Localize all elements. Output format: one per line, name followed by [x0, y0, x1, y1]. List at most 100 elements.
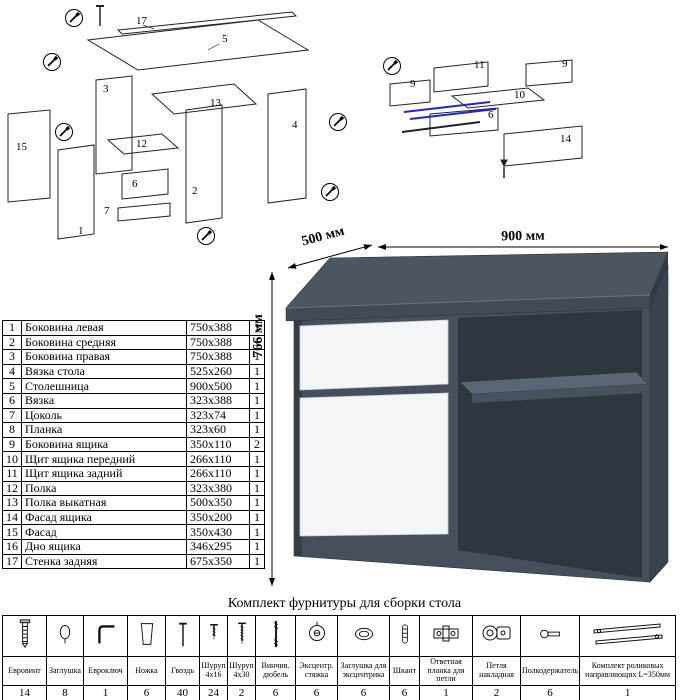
desk-render: 900 мм 500 мм 766 мм [251, 226, 669, 586]
exploded-parts-outlines [7, 5, 310, 240]
screwdriver-callout-icon [53, 121, 75, 143]
callout-number: 5 [222, 33, 228, 45]
screw-4x16-icon [209, 623, 218, 639]
screwdriver-callout-icon [63, 7, 85, 29]
depth-dimension-arrow [287, 244, 373, 269]
hardware-kit-table: Евровинт Заглушка Евроключ Ножка Гвоздь … [2, 615, 677, 700]
callout-number: 12 [136, 138, 147, 150]
screwdriver-callout-icon [41, 51, 63, 73]
roller-slides-icon [593, 622, 663, 645]
callout-number: 15 [16, 141, 28, 153]
hardware-qty-row: 14 8 1 6 40 24 2 6 6 6 6 1 2 6 1 [2, 684, 677, 700]
leader-line [142, 24, 155, 30]
part-side-right [95, 75, 133, 175]
depth-dimension-label: 500 мм [300, 226, 346, 250]
nail-icon [178, 622, 187, 646]
roller-guide-highlight [409, 108, 497, 120]
part-drawer-side-right [525, 59, 573, 87]
part-pullout-shelf [150, 83, 258, 115]
door-front [299, 392, 449, 537]
callout-number: 4 [292, 119, 298, 131]
callout-number: 14 [560, 133, 572, 145]
callout-number: 11 [474, 59, 485, 71]
callout-number: 6 [488, 109, 494, 121]
part-side-middle [185, 104, 223, 224]
exploded-diagram-main: 17 5 3 13 15 12 6 7 1 2 4 [7, 5, 349, 247]
part-brace [121, 168, 169, 200]
callout-number: 10 [514, 89, 526, 101]
shelf-pin-icon [540, 629, 560, 638]
part-side-left [57, 144, 95, 240]
cam-plug-icon [354, 627, 373, 640]
overlay-hinge-icon [482, 625, 510, 640]
drawer-parts-outlines [389, 59, 583, 178]
wood-dowel-icon [401, 624, 408, 643]
part-desk-brace [267, 88, 307, 204]
screwdriver-callout-icon [327, 111, 349, 133]
part-door-front [7, 109, 51, 203]
part-drawer-side-left [389, 79, 431, 107]
plug-cap-icon [59, 624, 71, 643]
furniture-leg-icon [140, 622, 153, 645]
callout-number: 9 [562, 58, 568, 70]
callout-number: 17 [136, 15, 148, 27]
screw-4x30-icon [237, 622, 246, 644]
hex-key-icon [97, 624, 114, 643]
desk-top-right-edge [650, 252, 668, 308]
keyboard-shelf-edge [472, 384, 648, 403]
dimension-lines [269, 244, 668, 586]
width-dimension-label: 900 мм [501, 229, 545, 245]
screwdriver-callout-icon [319, 181, 341, 203]
hardware-kit-title: Комплект фурнитуры для сборки стола [227, 596, 462, 611]
screwdriver-callout-icon [381, 55, 403, 77]
cam-lock-icon [308, 621, 325, 641]
exploded-diagram-drawer: 11 9 9 10 6 14 [381, 55, 583, 178]
callout-number: 13 [210, 97, 222, 109]
leader-line [207, 43, 220, 51]
roller-guide-highlight [403, 101, 491, 113]
hinge-plate-icon [433, 625, 459, 641]
hardware-icons-row [2, 615, 677, 657]
part-drawer-back [433, 61, 489, 93]
callout-number: 2 [192, 185, 198, 197]
part-plinth [117, 202, 171, 222]
callout-number: 6 [132, 178, 138, 190]
dowel-screw-icon [273, 620, 278, 647]
part-shelf [106, 133, 180, 155]
part-back-wall [116, 11, 298, 35]
euro-screw-icon [19, 618, 30, 648]
hardware-names-row: Евровинт Заглушка Евроключ Ножка Гвоздь … [2, 656, 677, 686]
callout-number: 7 [104, 205, 110, 217]
drawer-front [299, 319, 449, 391]
callout-number: 1 [78, 225, 84, 237]
slide-rail [401, 121, 481, 133]
part-desktop [86, 19, 310, 71]
desk-right-side-panel [649, 264, 669, 583]
callout-number: 3 [103, 83, 109, 95]
desk-top-highlight [285, 294, 651, 309]
part-drawer-bottom [450, 87, 546, 109]
assembly-arrowhead [500, 159, 508, 168]
screwdriver-callout-icon [195, 225, 217, 247]
desk-open-bay [458, 310, 642, 578]
part-drawer-facade [503, 125, 583, 167]
callout-number: 9 [410, 78, 416, 90]
